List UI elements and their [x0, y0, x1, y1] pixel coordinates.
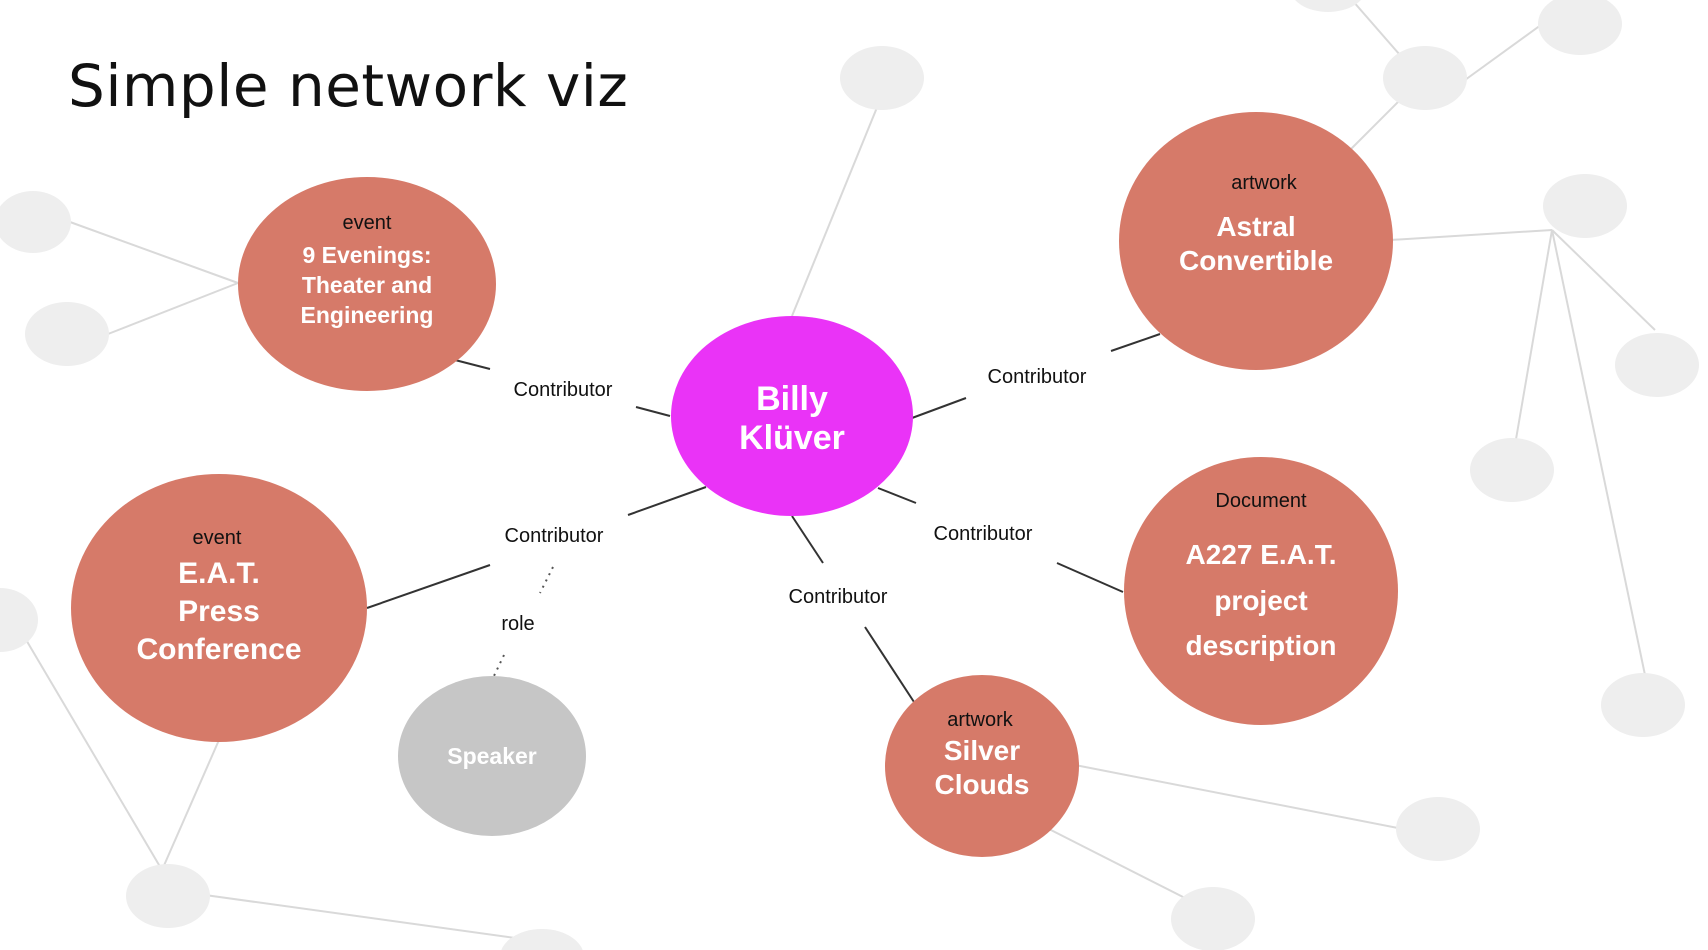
- center-node-name-line-1: Billy: [756, 380, 828, 418]
- node-name-line-3: Conference: [136, 633, 301, 666]
- edge-nine-evenings-to-center: [635, 406, 671, 417]
- background-node: [126, 864, 210, 928]
- background-edge: [1464, 21, 1546, 81]
- background-edge: [1074, 764, 1399, 829]
- role-edge-lower: [492, 654, 505, 679]
- background-edge: [204, 894, 516, 939]
- background-node: [840, 46, 924, 110]
- node-name-line-1: 9 Evenings:: [302, 242, 431, 268]
- background-edge: [1044, 826, 1186, 899]
- background-edge: [791, 104, 879, 317]
- node-nine-evenings[interactable]: event 9 Evenings: Theater and Engineerin…: [238, 177, 496, 391]
- background-node: [0, 588, 38, 652]
- node-speaker[interactable]: Speaker: [398, 676, 586, 836]
- edge-nine-evenings-to-label: [454, 359, 491, 370]
- edge-label-a227-eat-project: Contributor: [934, 523, 1033, 545]
- entity-node-shape: [238, 177, 496, 391]
- edge-label-astral-convertible: Contributor: [988, 366, 1087, 388]
- edge-label-nine-evenings: Contributor: [514, 379, 613, 401]
- background-node: [25, 302, 109, 366]
- background-node: [1615, 333, 1699, 397]
- background-node: [1295, 0, 1361, 12]
- node-name-line-1: Silver: [944, 735, 1020, 766]
- background-node: [1383, 46, 1467, 110]
- edge-center-to-astral-label: [911, 397, 967, 419]
- edge-silver-label-to-node: [864, 626, 915, 703]
- node-name-line-2: Press: [178, 595, 260, 628]
- entity-node-shape: [71, 474, 367, 742]
- entity-node-shape: [1124, 457, 1398, 725]
- edge-label-silver-clouds: Contributor: [789, 586, 888, 608]
- node-billy-kluver[interactable]: Billy Klüver: [671, 316, 913, 516]
- background-node: [501, 929, 583, 950]
- node-name-line-2: Convertible: [1179, 245, 1333, 276]
- node-name-line-1: Astral: [1216, 211, 1295, 242]
- background-edge: [24, 637, 163, 871]
- node-name-line-1: A227 E.A.T.: [1186, 539, 1337, 570]
- node-type-label: artwork: [947, 709, 1014, 731]
- background-edge: [69, 221, 239, 284]
- node-name-line-2: Theater and: [302, 272, 432, 298]
- node-type-label: event: [193, 527, 242, 549]
- edge-astral-label-to-node: [1110, 333, 1161, 352]
- node-a227-eat-project[interactable]: Document A227 E.A.T. project description: [1124, 457, 1398, 725]
- edge-center-to-eat-label: [627, 486, 707, 516]
- background-node: [1171, 887, 1255, 950]
- node-name-line-1: E.A.T.: [178, 557, 260, 590]
- edge-center-to-a227-label: [877, 487, 917, 504]
- background-edge: [107, 282, 239, 335]
- edge-label-eat-press-conference: Contributor: [505, 525, 604, 547]
- page-title: Simple network viz: [68, 52, 629, 120]
- role-node-name: Speaker: [447, 743, 537, 769]
- background-edge: [1551, 229, 1646, 676]
- background-node: [1396, 797, 1480, 861]
- node-type-label: Document: [1215, 490, 1307, 512]
- role-node-shape: [398, 676, 586, 836]
- node-type-label: artwork: [1231, 172, 1298, 194]
- entity-node-shape: [1119, 112, 1393, 370]
- node-name-line-2: Clouds: [935, 769, 1030, 800]
- background-node: [1538, 0, 1622, 55]
- center-node-name-line-2: Klüver: [739, 419, 845, 457]
- background-node: [1601, 673, 1685, 737]
- node-name-line-3: description: [1186, 630, 1337, 661]
- background-edge: [161, 739, 220, 871]
- edge-a227-label-to-node: [1056, 562, 1124, 593]
- center-node-shape: [671, 316, 913, 516]
- node-type-label: event: [343, 212, 392, 234]
- background-node: [1470, 438, 1554, 502]
- background-edge: [1351, 0, 1401, 56]
- node-name-line-2: project: [1214, 585, 1307, 616]
- node-eat-press-conference[interactable]: event E.A.T. Press Conference: [71, 474, 367, 742]
- background-edge: [1349, 99, 1401, 151]
- edge-eat-label-to-node: [366, 564, 491, 609]
- background-edge: [1551, 229, 1656, 331]
- node-astral-convertible[interactable]: artwork Astral Convertible: [1119, 112, 1393, 370]
- node-name-line-3: Engineering: [301, 302, 434, 328]
- role-edge-upper: [539, 566, 554, 594]
- background-edge: [1514, 229, 1553, 446]
- background-node: [0, 191, 71, 253]
- node-silver-clouds[interactable]: artwork Silver Clouds: [885, 675, 1079, 857]
- edge-center-to-silver-label: [791, 515, 824, 564]
- background-edge: [1389, 229, 1553, 241]
- background-node: [1543, 174, 1627, 238]
- role-label: role: [501, 613, 534, 635]
- entity-node-shape: [885, 675, 1079, 857]
